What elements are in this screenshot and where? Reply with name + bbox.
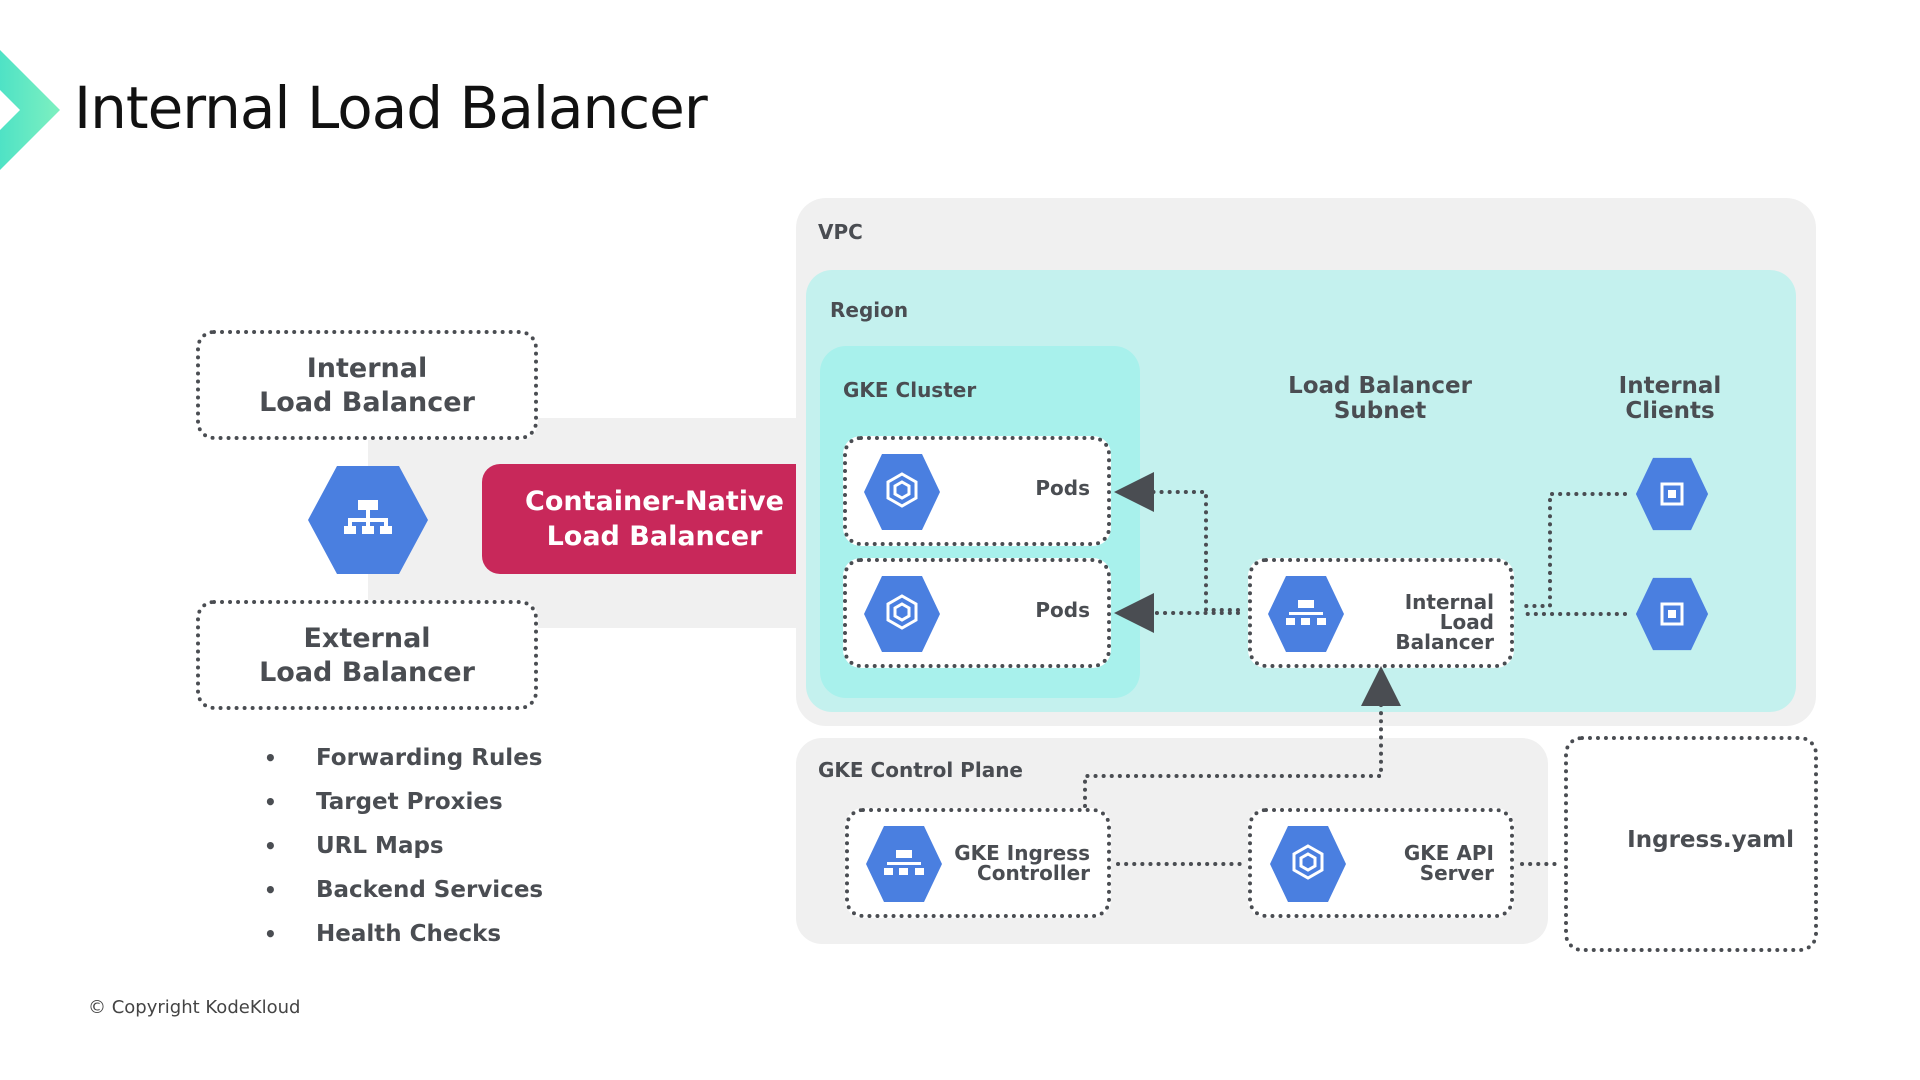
- list-item: Backend Services: [264, 868, 543, 912]
- load-balancer-hex-icon: [308, 466, 428, 574]
- compute-engine-icon: [1635, 457, 1709, 531]
- pods-label-2: Pods: [1035, 598, 1090, 622]
- connector-lb-to-pods-1: [1114, 472, 1240, 612]
- vpc-label: VPC: [818, 220, 863, 244]
- subnet-internal-lb-label-1: Internal: [1404, 590, 1494, 614]
- external-lb-label-2: Load Balancer: [259, 657, 475, 688]
- kubernetes-engine-icon: [864, 454, 940, 530]
- gke-cluster-label: GKE Cluster: [843, 378, 977, 402]
- connector-controller-to-lb: [1083, 666, 1401, 808]
- ingress-controller-label: GKE Ingress Controller: [930, 843, 1090, 883]
- control-plane-label: GKE Control Plane: [818, 758, 1023, 782]
- compute-engine-icon: [1635, 577, 1709, 651]
- api-server-label-2: Server: [1419, 861, 1494, 885]
- cnlb-label-1: Container-Native: [525, 485, 784, 517]
- list-item: URL Maps: [264, 824, 543, 868]
- copyright: © Copyright KodeKloud: [88, 997, 301, 1018]
- kodekloud-chevron-icon: [0, 50, 60, 170]
- connectors: [1083, 472, 1627, 866]
- lb-components-list: Forwarding Rules Target Proxies URL Maps…: [264, 736, 543, 956]
- internal-clients-label-1: Internal: [1618, 373, 1722, 399]
- kubernetes-engine-icon: [864, 576, 940, 652]
- load-balancer-icon: [1268, 576, 1344, 652]
- list-item: Health Checks: [264, 912, 543, 956]
- ingress-controller-label-2: Controller: [977, 861, 1090, 885]
- ingress-controller-label-1: GKE Ingress: [954, 841, 1090, 865]
- container-native-lb: Container-Native Load Balancer: [482, 464, 827, 574]
- ingress-yaml-label: Ingress.yaml: [1627, 827, 1794, 853]
- list-item: Target Proxies: [264, 780, 543, 824]
- page-title: Internal Load Balancer: [74, 74, 708, 142]
- subnet-internal-lb-label: Internal Load Balancer: [1340, 592, 1494, 652]
- external-lb-box: External Load Balancer: [196, 600, 538, 710]
- pods-label-1: Pods: [1035, 476, 1090, 500]
- internal-lb-label-1: Internal: [306, 353, 428, 384]
- connector-client-1: [1518, 492, 1627, 608]
- internal-lb-box: Internal Load Balancer: [196, 330, 538, 440]
- lb-subnet-label-2: Subnet: [1333, 398, 1427, 424]
- api-server-label: GKE API Server: [1340, 843, 1494, 883]
- subnet-internal-lb-label-2: Load Balancer: [1395, 610, 1494, 654]
- lb-subnet-label-1: Load Balancer: [1288, 373, 1472, 399]
- external-lb-label-1: External: [303, 623, 431, 654]
- kubernetes-engine-icon: [1270, 826, 1346, 902]
- load-balancer-icon: [866, 826, 942, 902]
- list-item: Forwarding Rules: [264, 736, 543, 780]
- internal-clients-label-2: Clients: [1625, 398, 1715, 424]
- internal-clients-label: Internal Clients: [1600, 374, 1740, 424]
- api-server-label-1: GKE API: [1403, 841, 1494, 865]
- lb-subnet-label: Load Balancer Subnet: [1260, 374, 1500, 424]
- internal-lb-label-2: Load Balancer: [259, 387, 475, 418]
- region-label: Region: [830, 298, 909, 322]
- ingress-yaml-box[interactable]: [1564, 736, 1818, 952]
- cnlb-label-2: Load Balancer: [546, 521, 763, 552]
